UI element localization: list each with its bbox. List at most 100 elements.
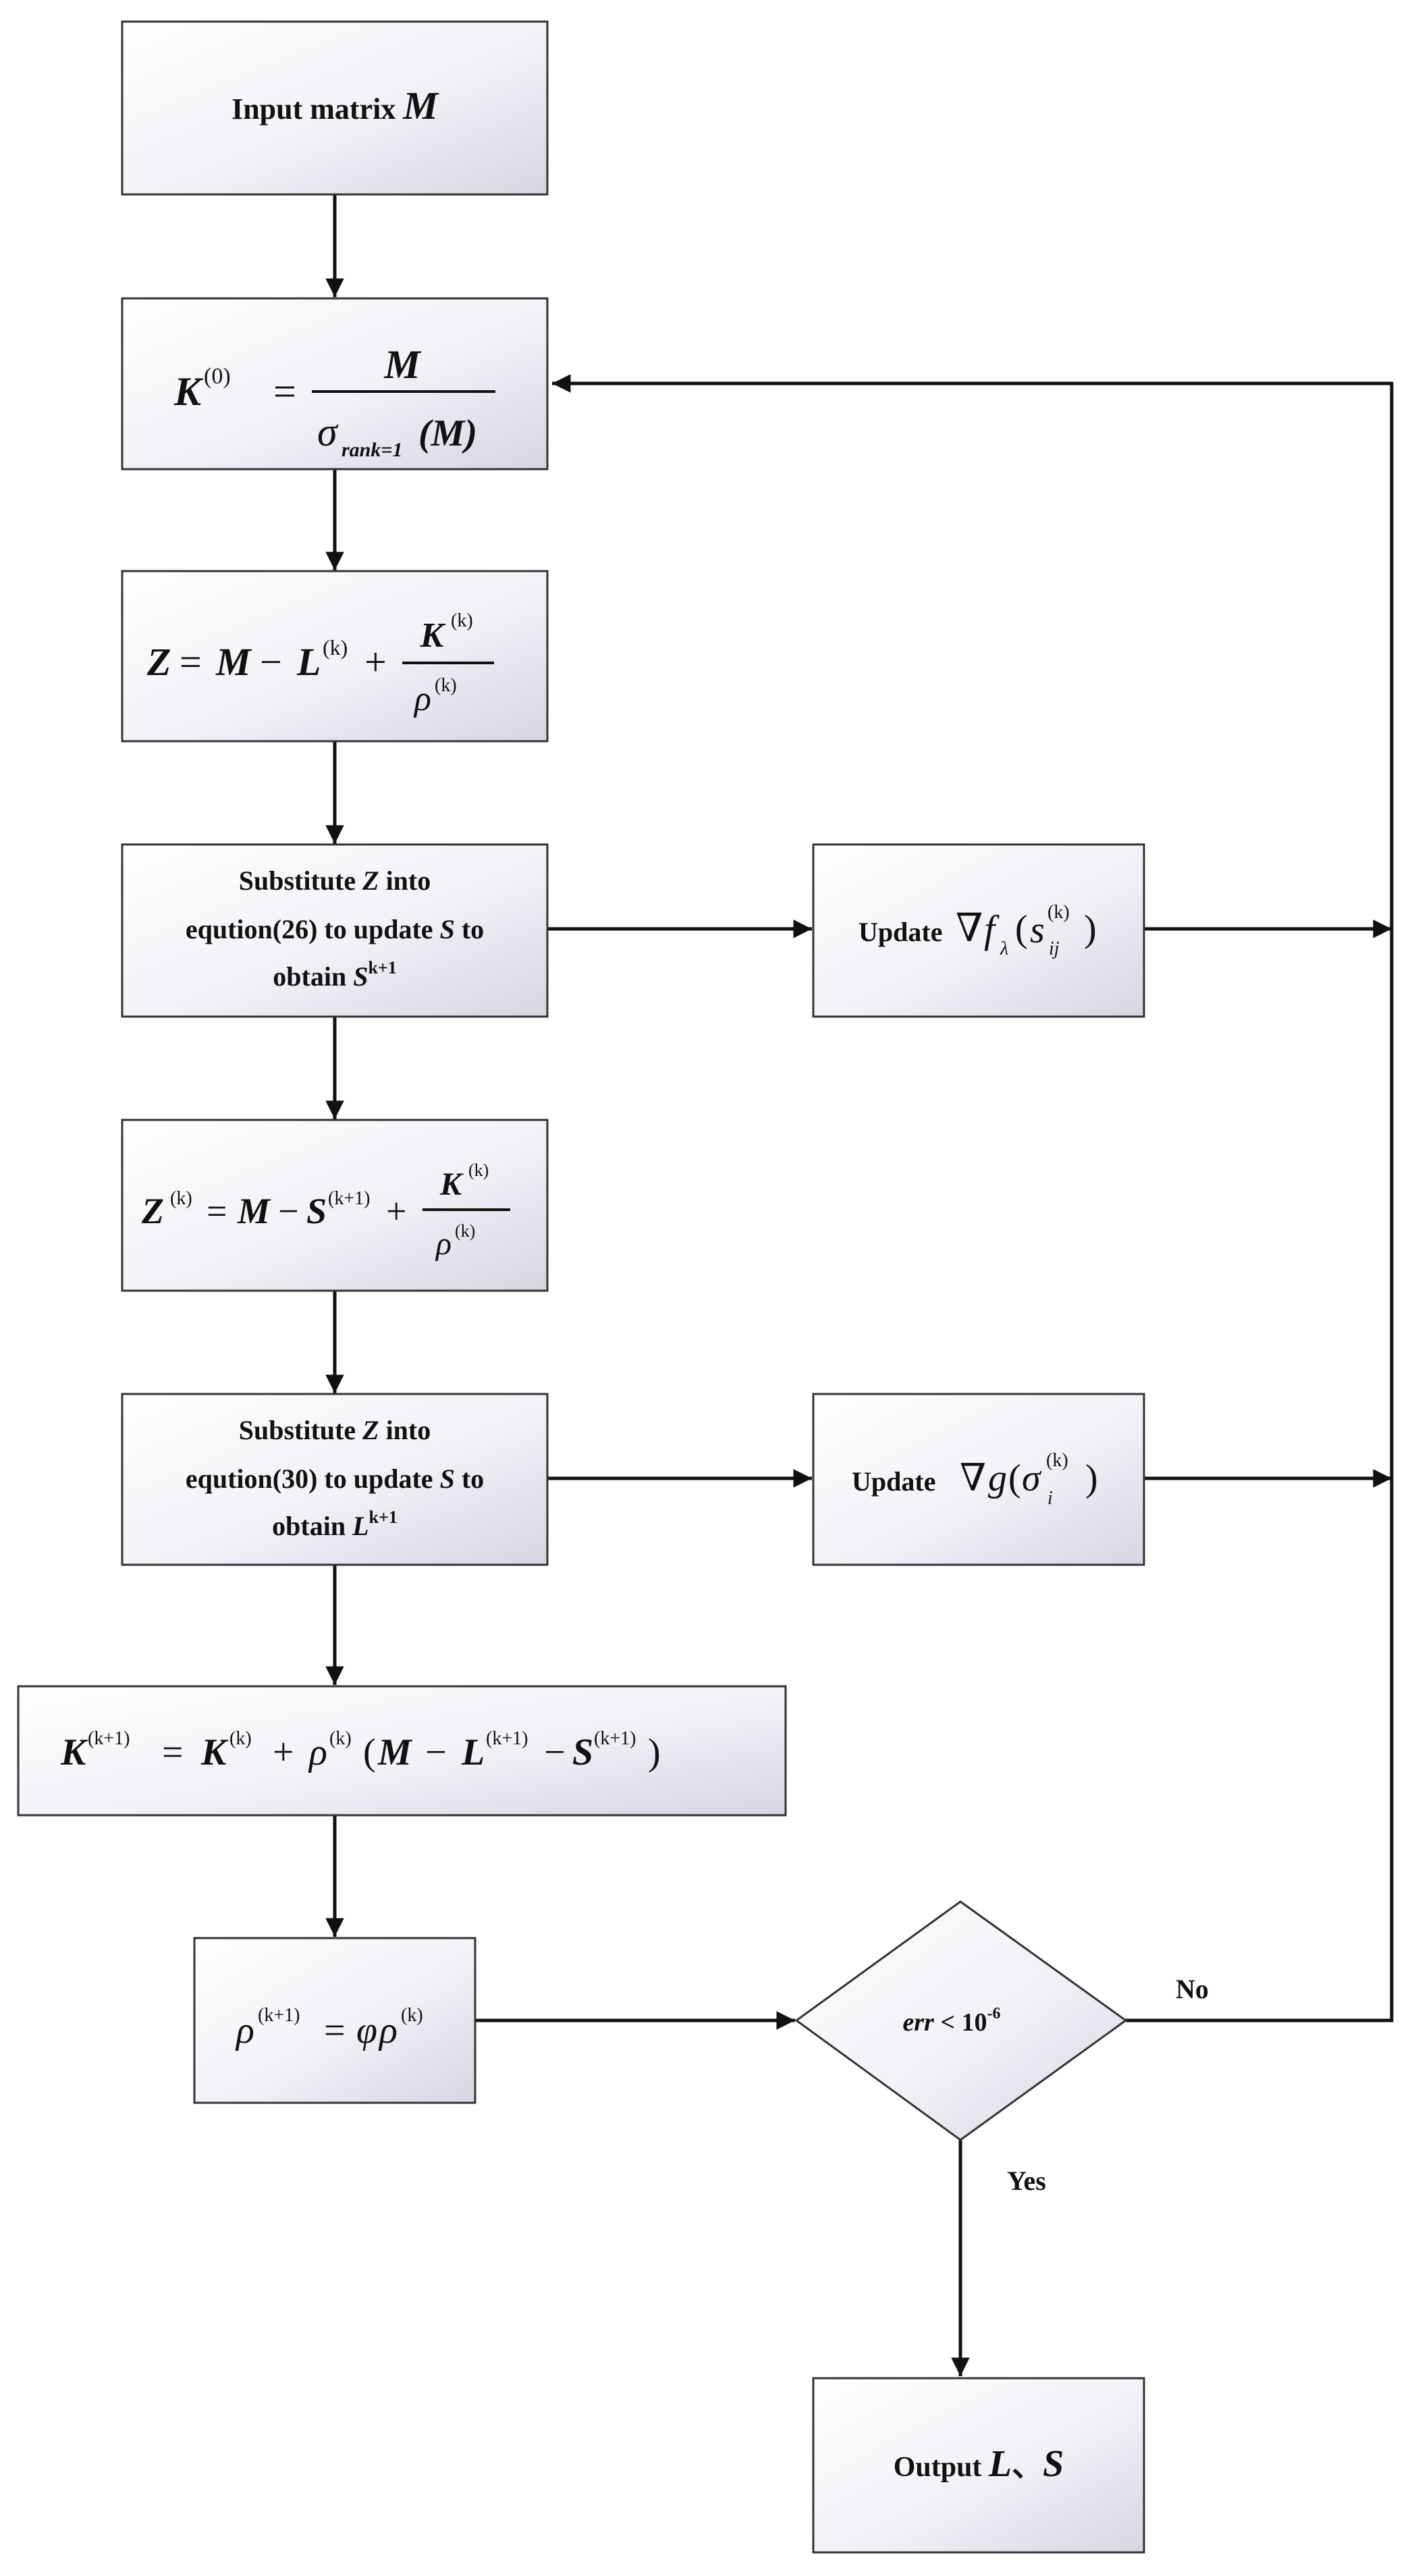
s-symbol: s [1030, 909, 1045, 951]
box-update-grad-f [812, 843, 1145, 1018]
zk-symbol: Z [141, 1191, 164, 1231]
formula-k-update: K (k+1) = K (k) + ρ (k) ( M − L (k+1) − … [60, 1728, 661, 1773]
zk-s-superscript: (k+1) [328, 1188, 370, 1209]
kupd-k2-superscript: (k) [229, 1728, 252, 1749]
box-k-update [17, 1685, 787, 1817]
g-open-paren: ( [1008, 1457, 1021, 1499]
k0-equals: = [273, 369, 296, 414]
loop-back-no [552, 374, 1394, 2022]
zk-superscript: (k) [170, 1188, 192, 1209]
box-k0-init [121, 297, 549, 471]
kupd-equals: = [162, 1732, 184, 1773]
f-close-paren: ) [1084, 908, 1097, 950]
z-plus: + [364, 640, 387, 684]
g-close-paren: ) [1085, 1457, 1098, 1499]
substitute-l-line1: Substitute Z into [239, 1415, 431, 1445]
rhoupd-phi: φ [356, 2010, 377, 2051]
formula-zk: Z (k) = M − S (k+1) + K (k) ρ (k) [141, 1160, 510, 1262]
nabla-f-symbol: ∇ [956, 906, 983, 950]
connectors [325, 194, 1394, 2376]
s-subscript: ij [1049, 938, 1060, 959]
decision-condition: err < 10-6 [902, 2005, 1000, 2037]
kupd-rho-superscript: (k) [329, 1728, 352, 1749]
kupd-open-paren: ( [363, 1732, 376, 1773]
z-fraction-numerator: K [420, 616, 446, 655]
z-minus: − [260, 640, 282, 684]
k0-numerator: M [383, 342, 422, 387]
nabla-g-symbol: ∇ [960, 1457, 986, 1499]
substitute-l-line3: obtain Lk+1 [272, 1507, 398, 1541]
box-input-matrix [121, 20, 549, 196]
zk-fraction-numerator: K [439, 1166, 464, 1202]
g-sigma-subscript: i [1047, 1488, 1053, 1509]
box-substitute-l [121, 1393, 549, 1566]
decision-diamond [794, 1900, 1128, 2141]
z-symbol: Z [146, 640, 171, 684]
rhoupd-rho2: ρ [378, 2010, 398, 2051]
formula-k0: K (0) = M σ rank=1 (M) [173, 342, 495, 461]
z-equals: = [180, 640, 202, 684]
z-m: M [215, 640, 252, 684]
formula-z: Z = M − L (k) + K (k) ρ (k) [146, 610, 494, 718]
f-open-paren: ( [1015, 908, 1028, 950]
substitute-s-text: Substitute Z into eqution(26) to update … [186, 865, 484, 992]
output-label: Output L、S [894, 2443, 1064, 2485]
substitute-s-line1: Substitute Z into [239, 865, 431, 896]
substitute-l-line2: eqution(30) to update S to [186, 1464, 484, 1494]
kupd-s: S [572, 1732, 593, 1773]
k0-sigma: σ [317, 410, 339, 454]
kupd-l: L [461, 1732, 485, 1773]
z-l: L [296, 640, 321, 684]
box-update-grad-g [812, 1393, 1145, 1566]
zk-plus: + [386, 1191, 406, 1231]
kupd-k-superscript: (k+1) [88, 1728, 130, 1749]
substitute-l-text: Substitute Z into eqution(30) to update … [186, 1415, 484, 1541]
zk-rho-superscript: (k) [455, 1221, 475, 1241]
rhoupd-rho2-superscript: (k) [401, 2005, 423, 2026]
input-matrix-label: Input matrix M [231, 84, 439, 128]
z-l-superscript: (k) [323, 635, 348, 660]
k0-sigma-subscript: rank=1 [342, 439, 402, 461]
kupd-k: K [60, 1732, 88, 1773]
kupd-l-superscript: (k+1) [486, 1728, 528, 1749]
substitute-s-line2: eqution(26) to update S to [186, 914, 484, 944]
zk-equals: = [207, 1191, 227, 1231]
rhoupd-rho: ρ [235, 2010, 254, 2051]
kupd-minus: − [425, 1732, 447, 1773]
k0-superscript: (0) [204, 364, 231, 389]
box-output [812, 2377, 1145, 2554]
box-z-update [121, 570, 549, 743]
k0-symbol: K [173, 369, 204, 414]
kupd-m: M [377, 1732, 413, 1773]
kupd-s-superscript: (k+1) [594, 1728, 636, 1749]
k0-sigma-argument: (M) [418, 412, 477, 454]
kupd-k2: K [200, 1732, 229, 1773]
rhoupd-rho-superscript: (k+1) [258, 2005, 300, 2026]
box-rho-update [193, 1937, 476, 2104]
kupd-minus2: − [544, 1732, 566, 1773]
box-zk-update [121, 1119, 549, 1292]
update-grad-f: Update ∇ f λ ( s (k) ij ) [858, 902, 1097, 959]
branch-label-no: No [1176, 1974, 1209, 2004]
branch-label-yes: Yes [1007, 2166, 1046, 2196]
g-sigma-superscript: (k) [1046, 1450, 1068, 1471]
kupd-close-paren: ) [648, 1732, 661, 1773]
zk-fraction-denominator: ρ [435, 1226, 452, 1262]
g-sigma: σ [1022, 1457, 1042, 1499]
z-rho-superscript: (k) [435, 675, 457, 696]
rhoupd-equals: = [324, 2010, 346, 2051]
node-texts: Input matrix M K (0) = M σ rank=1 (M) Z … [60, 84, 1209, 2485]
zk-k-superscript: (k) [468, 1160, 489, 1180]
zk-s: S [306, 1191, 327, 1231]
zk-minus: − [278, 1191, 298, 1231]
formula-rho-update: ρ (k+1) = φ ρ (k) [235, 2005, 423, 2051]
kupd-plus: + [273, 1732, 294, 1773]
g-symbol: g [988, 1457, 1007, 1499]
box-substitute-s [121, 843, 549, 1018]
s-superscript: (k) [1047, 902, 1070, 923]
kupd-rho: ρ [308, 1732, 327, 1773]
z-k-superscript: (k) [451, 610, 473, 631]
z-fraction-denominator: ρ [413, 680, 431, 718]
f-subscript: λ [1000, 938, 1008, 959]
update-f-label: Update [858, 917, 942, 947]
